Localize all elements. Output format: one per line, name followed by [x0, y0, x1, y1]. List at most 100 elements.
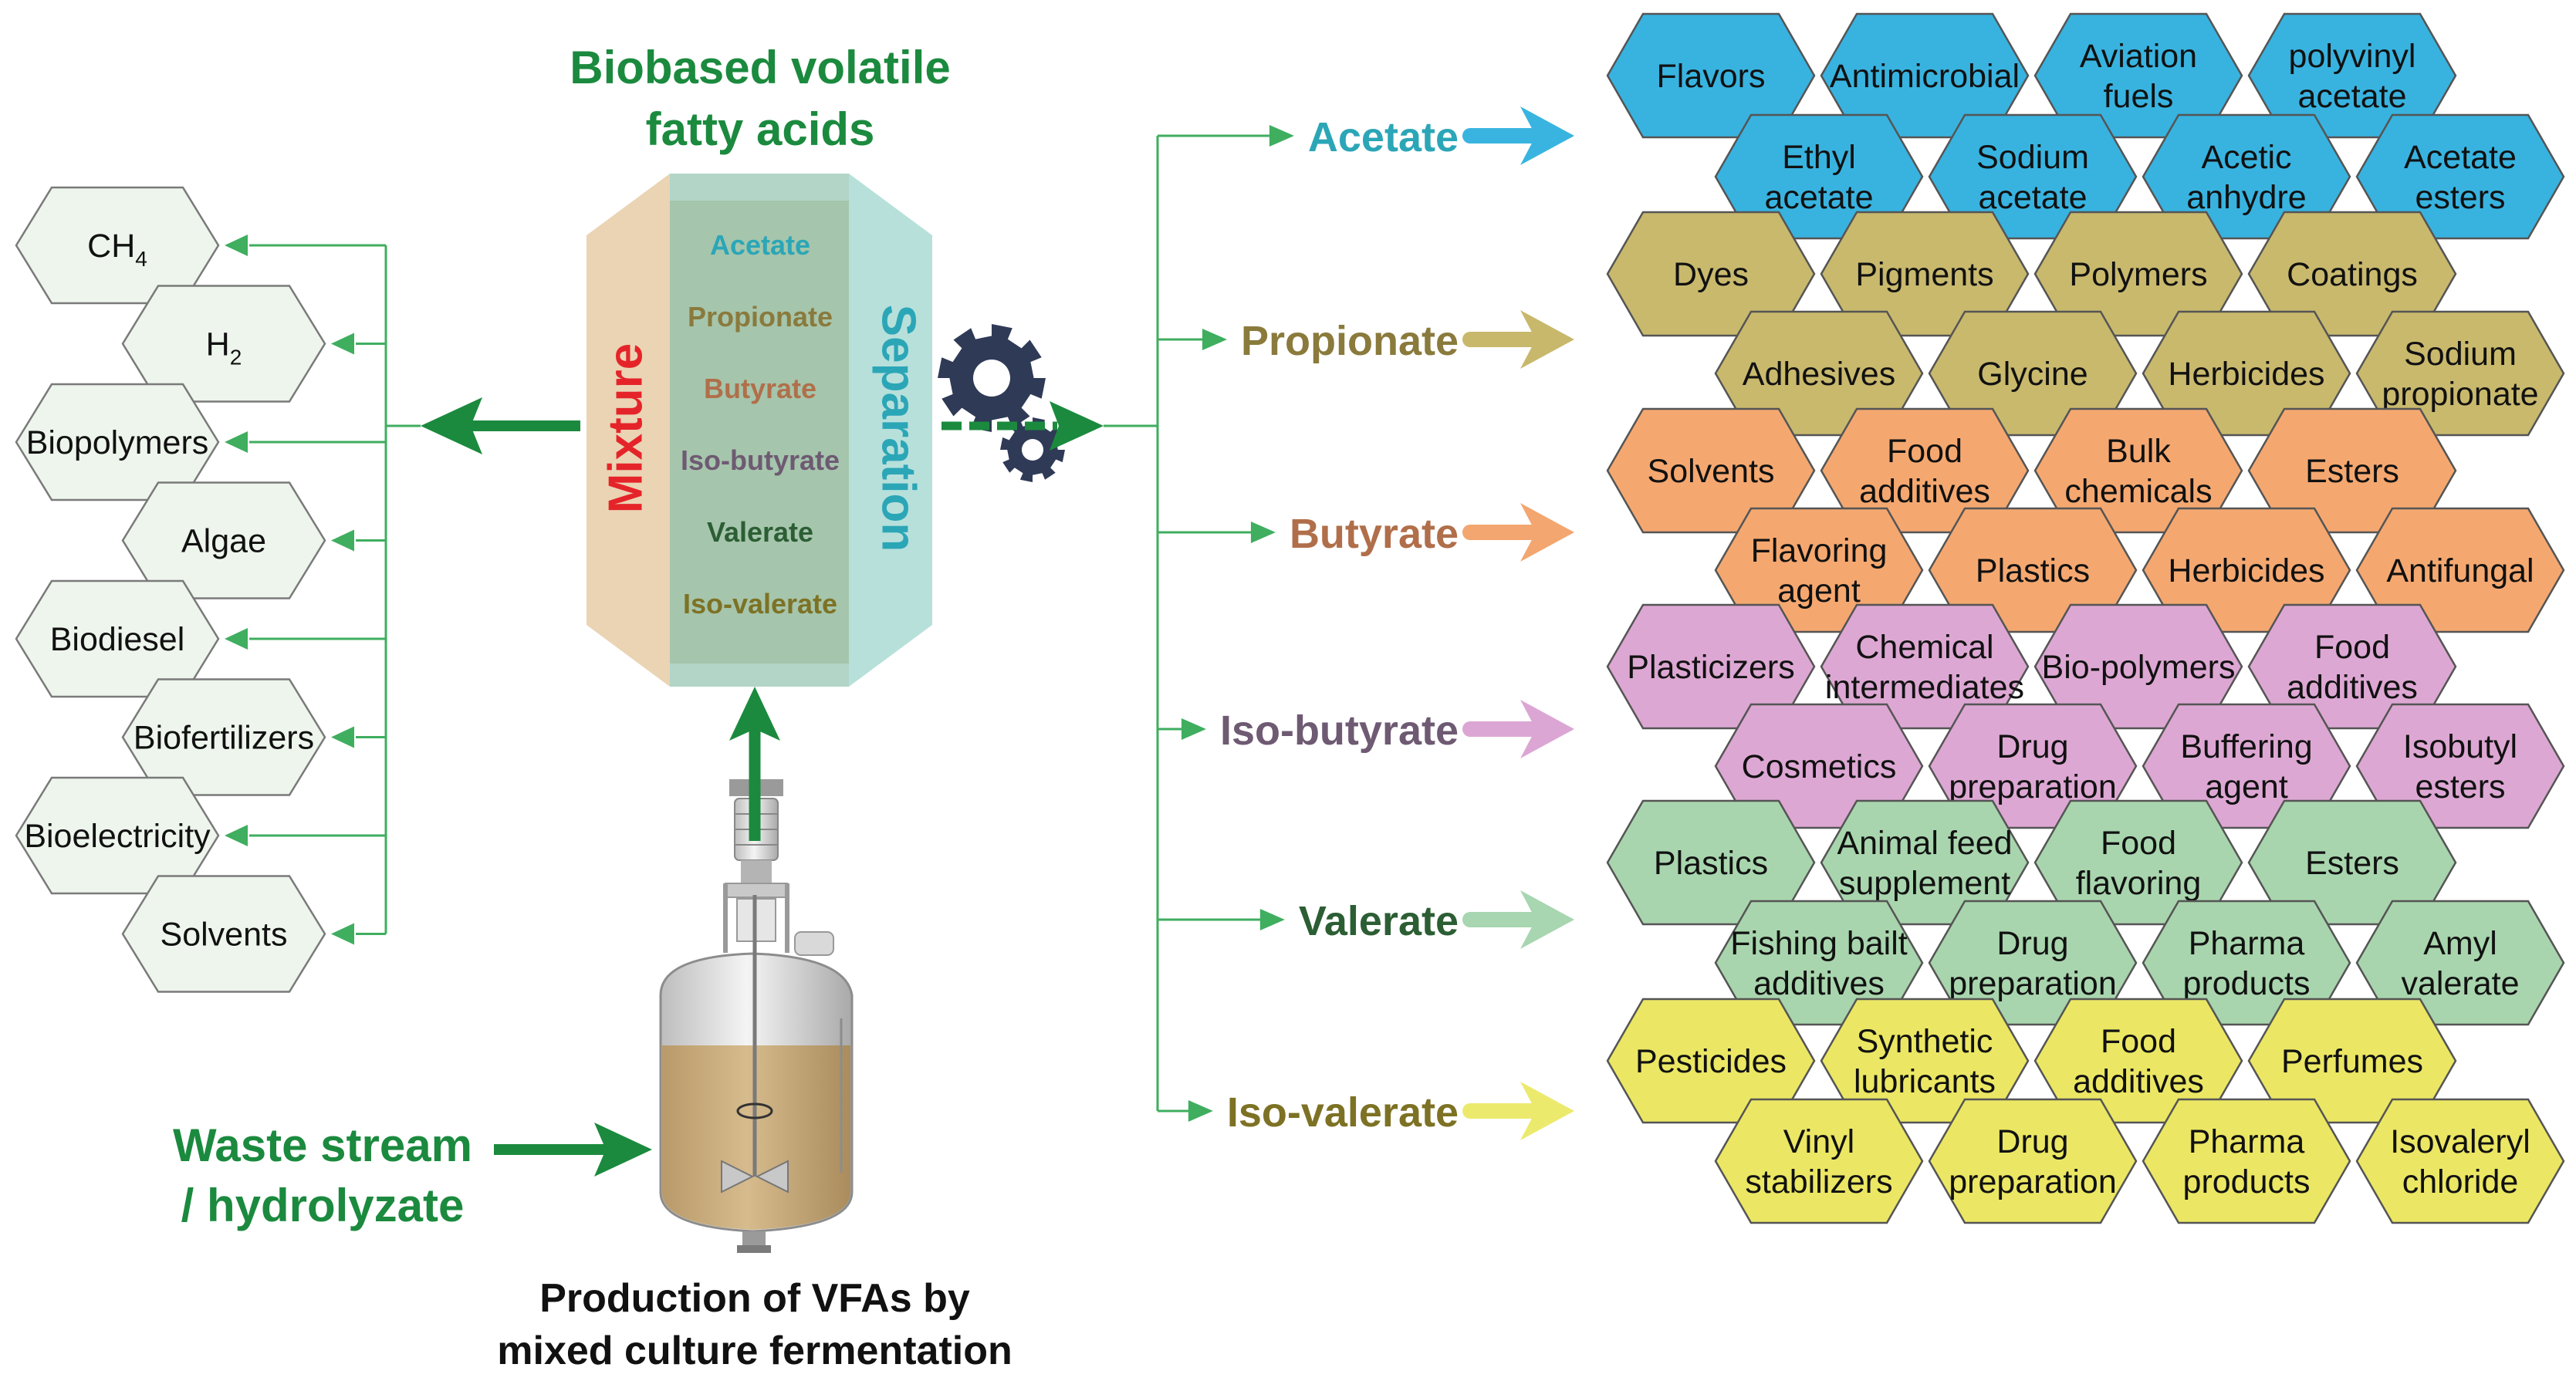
- application-label: Pesticides: [1635, 1043, 1787, 1080]
- application-label: additives: [1859, 473, 1990, 510]
- application-label: propionate: [2382, 376, 2538, 413]
- diagram-title-line1: Biobased volatile: [570, 42, 950, 93]
- application-label: Ethyl: [1782, 139, 1856, 176]
- acid-to-applications-arrow: [1462, 503, 1574, 562]
- application-label: Fishing bailt: [1730, 925, 1907, 962]
- application-label: flavoring: [2076, 865, 2202, 902]
- application-hexagon: Glycine: [1928, 310, 2138, 437]
- application-label: agent: [1777, 572, 1861, 609]
- application-label: preparation: [1949, 768, 2117, 805]
- application-label: Dyes: [1673, 256, 1749, 293]
- application-label: Esters: [2305, 453, 2399, 490]
- application-hexagon: Pesticides: [1606, 998, 1816, 1124]
- application-label: Pharma: [2189, 925, 2305, 962]
- application-label: Amyl: [2423, 925, 2497, 962]
- center-acid-label: Butyrate: [704, 373, 816, 404]
- application-hexagon: Esters: [2247, 407, 2457, 534]
- left-product-hexagon: Biopolymers: [15, 383, 220, 501]
- acid-branch-label: Propionate: [1241, 318, 1459, 364]
- application-hexagon: Herbicides: [2142, 507, 2351, 633]
- application-label: acetate: [2297, 78, 2406, 115]
- acid-to-applications-arrow: [1462, 890, 1574, 949]
- application-label: Flavors: [1657, 58, 1766, 95]
- center-acid-label: Iso-butyrate: [681, 444, 840, 476]
- application-label: Pharma: [2189, 1123, 2305, 1160]
- application-hexagon: Pigments: [1820, 211, 2030, 337]
- application-label: Acetic: [2201, 139, 2291, 176]
- acid-branch-label: Acetate: [1308, 114, 1459, 160]
- acid-branch-label: Iso-butyrate: [1220, 707, 1459, 754]
- application-label: Coatings: [2287, 256, 2418, 293]
- left-product-label: Bioelectricity: [24, 818, 211, 855]
- application-label: Synthetic: [1857, 1023, 1993, 1060]
- application-hexagon: Plasticizers: [1606, 603, 1816, 730]
- application-label: Food: [2314, 629, 2390, 666]
- application-label: esters: [2415, 768, 2505, 805]
- application-label: Polymers: [2069, 256, 2207, 293]
- left-product-hexagon: Solvents: [121, 875, 326, 993]
- application-label: supplement: [1839, 865, 2010, 902]
- application-label: lubricants: [1854, 1063, 1996, 1100]
- application-hexagon: Coatings: [2247, 211, 2457, 337]
- center-acid-label: Propionate: [688, 301, 833, 333]
- arrow-reactor-to-center: [729, 687, 780, 841]
- application-label: stabilizers: [1745, 1163, 1892, 1200]
- acid-to-applications-arrow: [1462, 106, 1574, 165]
- application-label: Food: [1887, 433, 1962, 470]
- application-hexagon: Antifungal: [2355, 507, 2565, 633]
- application-hexagon: Adhesives: [1714, 310, 1924, 437]
- caption-line1: Production of VFAs by: [539, 1276, 970, 1321]
- application-label: Bio-polymers: [2042, 649, 2236, 686]
- application-label: Drug: [1996, 925, 2068, 962]
- center-acid-label: Acetate: [710, 229, 810, 261]
- left-product-label: Biodiesel: [50, 621, 185, 658]
- application-label: Acetate: [2404, 139, 2517, 176]
- application-label: polyvinyl: [2289, 38, 2416, 75]
- acid-to-applications-arrow: [1462, 700, 1574, 758]
- left-product-hexagon: Biofertilizers: [121, 678, 326, 796]
- application-hexagon: Esters: [2247, 799, 2457, 926]
- application-hexagon: Flavors: [1606, 12, 1816, 139]
- application-label: Glycine: [1977, 356, 2088, 393]
- application-hexagon: Perfumes: [2247, 998, 2457, 1124]
- application-label: Vinyl: [1783, 1123, 1854, 1160]
- application-label: Animal feed: [1837, 825, 2012, 862]
- application-label: Cosmetics: [1742, 748, 1897, 785]
- arrow-feed-to-reactor: [494, 1123, 652, 1177]
- application-label: acetate: [1978, 179, 2087, 216]
- application-label: valerate: [2402, 965, 2520, 1002]
- application-label: Aviation: [2080, 38, 2197, 75]
- left-product-label: Algae: [181, 523, 266, 560]
- application-label: Food: [2101, 825, 2176, 862]
- left-product-hexagon: Bioelectricity: [15, 776, 220, 895]
- application-label: preparation: [1949, 1163, 2117, 1200]
- application-label: Plastics: [1976, 552, 2090, 589]
- acid-branch-label: Iso-valerate: [1227, 1089, 1459, 1136]
- application-label: Bulk: [2106, 433, 2171, 470]
- application-label: products: [2183, 1163, 2311, 1200]
- application-label: Flavoring: [1751, 532, 1888, 569]
- bioreactor-icon: [659, 779, 854, 1253]
- separation-label: Separation: [872, 305, 925, 552]
- application-label: Buffering: [2180, 728, 2312, 765]
- application-label: additives: [2073, 1063, 2204, 1100]
